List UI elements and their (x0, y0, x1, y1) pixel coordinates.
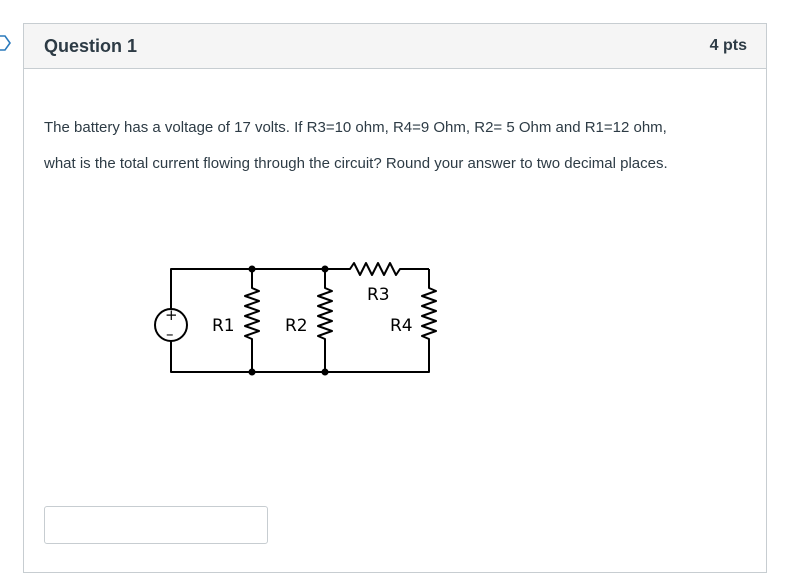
label-r3: R3 (367, 285, 390, 305)
answer-input[interactable] (44, 506, 268, 544)
resistor-r1 (244, 269, 260, 372)
question-title: Question 1 (44, 35, 138, 56)
question-points: 4 pts (709, 37, 747, 54)
question-text-line-2: what is the total current flowing throug… (44, 155, 668, 172)
wire-left-bottom (170, 335, 252, 373)
question-text-line-1: The battery has a voltage of 17 volts. I… (44, 119, 667, 136)
resistor-r2 (317, 269, 333, 372)
junction-node (321, 265, 329, 273)
question-flag-icon[interactable] (0, 35, 12, 51)
label-r2: R2 (285, 316, 308, 336)
junction-node (321, 368, 329, 376)
junction-node (248, 368, 256, 376)
circuit-diagram: + – R1 R2 R3 R4 (154, 262, 437, 376)
wire-left-top (170, 268, 252, 315)
label-r1: R1 (212, 316, 235, 336)
junction-node (248, 265, 256, 273)
question-text: The battery has a voltage of 17 volts. I… (44, 110, 746, 182)
source-plus-sign: + (165, 306, 178, 324)
voltage-source (154, 308, 188, 342)
question-card: Question 1 4 pts The battery has a volta… (23, 23, 767, 573)
source-minus-sign: – (166, 325, 174, 343)
question-header: Question 1 4 pts (24, 24, 766, 69)
label-r4: R4 (390, 316, 413, 336)
resistor-r3 (325, 262, 429, 276)
resistor-r4 (325, 269, 437, 373)
